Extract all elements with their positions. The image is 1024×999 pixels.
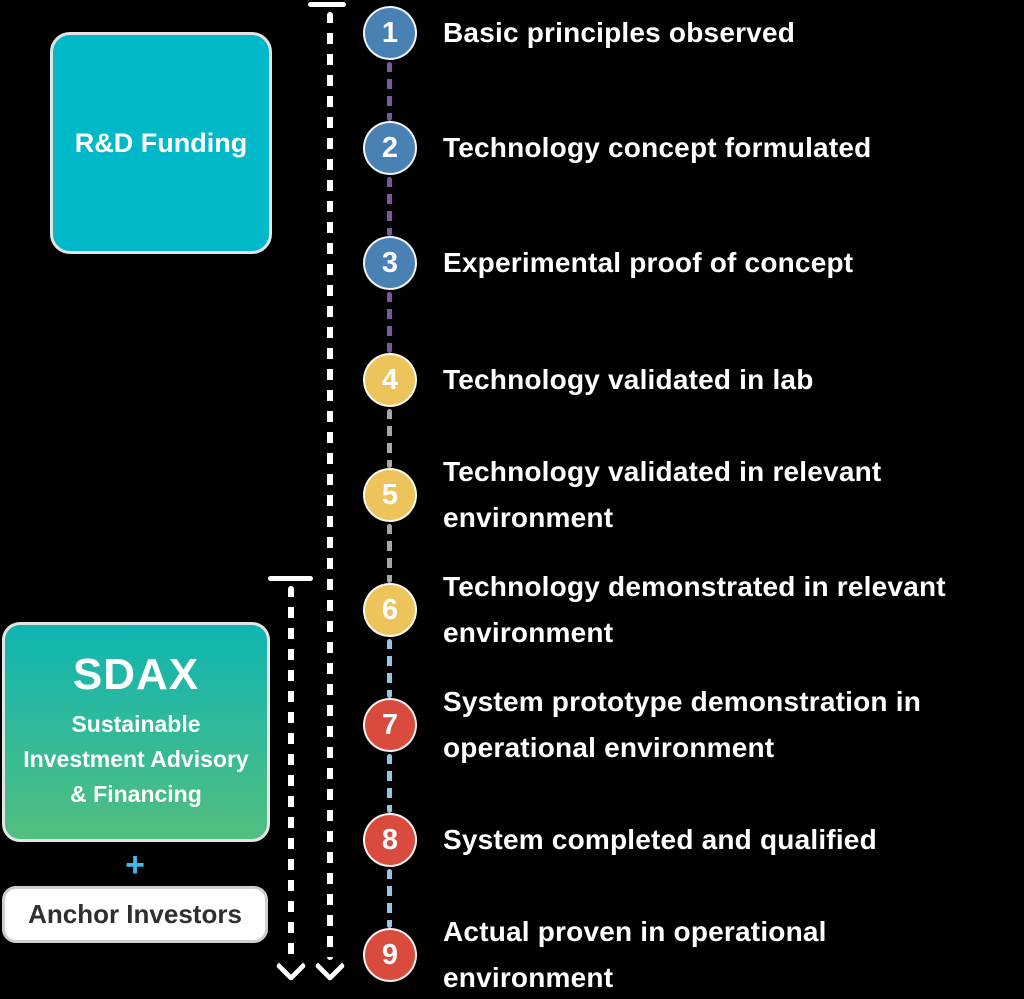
trl-circle-6: 6 bbox=[363, 583, 417, 637]
trl-number: 6 bbox=[381, 593, 399, 626]
trl-label-4: Technology validated in lab bbox=[443, 364, 814, 395]
sdax-subtitle-line: & Financing bbox=[70, 781, 202, 807]
trl-label-8: System completed and qualified bbox=[443, 824, 877, 855]
sdax-subtitle-line: Sustainable bbox=[71, 711, 201, 737]
trl-number: 4 bbox=[381, 363, 399, 396]
anchor-investors-box: Anchor Investors bbox=[2, 886, 268, 943]
bracket-sdax-line bbox=[288, 586, 294, 960]
connector-5-6 bbox=[387, 524, 392, 583]
trl-circle-8: 8 bbox=[363, 813, 417, 867]
trl-label-2: Technology concept formulated bbox=[443, 132, 872, 163]
trl-number: 3 bbox=[381, 246, 399, 279]
sdax-logo: SDAX bbox=[72, 650, 200, 699]
trl-label-1: Basic principles observed bbox=[443, 17, 796, 48]
connector-1-2 bbox=[387, 62, 392, 121]
trl-circle-3: 3 bbox=[363, 236, 417, 290]
trl-circle-2: 2 bbox=[363, 121, 417, 175]
trl-number: 5 bbox=[381, 478, 399, 511]
trl-number: 8 bbox=[381, 823, 399, 856]
anchor-investors-label: Anchor Investors bbox=[28, 899, 242, 929]
trl-circle-4: 4 bbox=[363, 353, 417, 407]
connector-6-7 bbox=[387, 639, 392, 698]
arrow-down-icon bbox=[314, 950, 346, 982]
connector-2-3 bbox=[387, 177, 392, 236]
sdax-subtitle: Sustainable Investment Advisory & Financ… bbox=[23, 707, 248, 812]
trl-circle-5: 5 bbox=[363, 468, 417, 522]
trl-number: 7 bbox=[381, 708, 399, 741]
connector-8-9 bbox=[387, 869, 392, 928]
plus-icon: + bbox=[125, 846, 145, 884]
arrow-down-icon bbox=[275, 950, 307, 982]
rd-funding-box: R&D Funding bbox=[50, 32, 272, 254]
connector-3-4 bbox=[387, 292, 392, 353]
trl-circle-1: 1 bbox=[363, 6, 417, 60]
sdax-subtitle-line: Investment Advisory bbox=[23, 746, 249, 772]
trl-circle-9: 9 bbox=[363, 928, 417, 982]
connector-4-5 bbox=[387, 409, 392, 468]
rd-funding-label: R&D Funding bbox=[74, 127, 248, 158]
bracket-sdax-top-tick bbox=[268, 576, 313, 581]
bracket-full-top-tick bbox=[308, 2, 346, 7]
trl-number: 1 bbox=[381, 16, 399, 49]
sdax-box: SDAX Sustainable Investment Advisory & F… bbox=[2, 622, 270, 842]
trl-number: 9 bbox=[381, 938, 399, 971]
bracket-full-line bbox=[327, 12, 333, 960]
trl-circle-7: 7 bbox=[363, 698, 417, 752]
connector-7-8 bbox=[387, 754, 392, 813]
trl-number: 2 bbox=[381, 131, 399, 164]
trl-label-3: Experimental proof of concept bbox=[443, 247, 854, 278]
